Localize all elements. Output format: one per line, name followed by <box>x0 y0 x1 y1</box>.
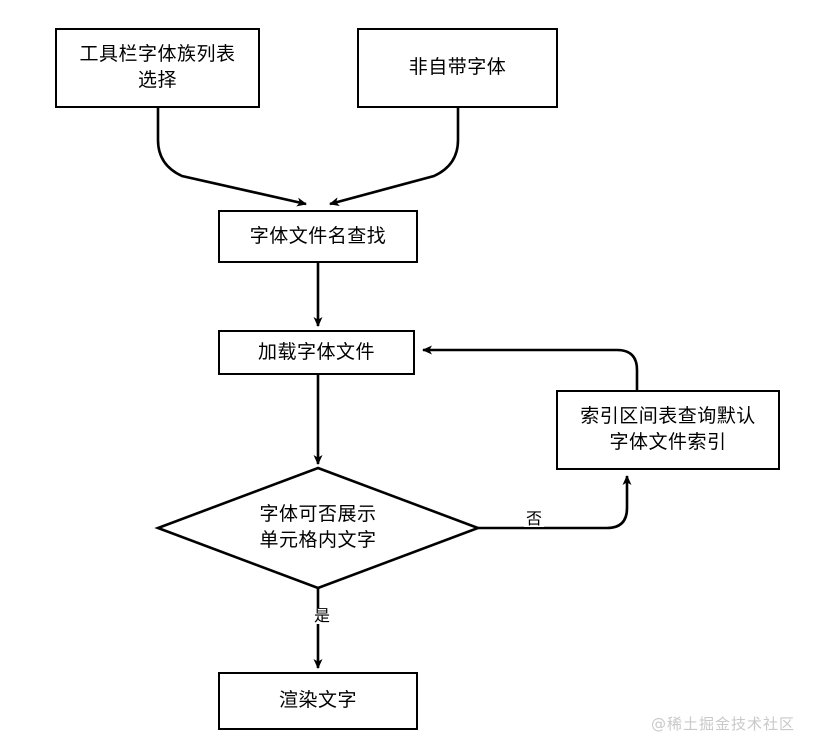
edge-nonbuiltin-to-lookup <box>329 108 460 207</box>
node-render-text[interactable]: 渲染文字 <box>218 672 418 730</box>
node-font-file-name-lookup[interactable]: 字体文件名查找 <box>218 210 418 263</box>
node-index-range-table-query[interactable]: 索引区间表查询默认 字体文件索引 <box>556 390 780 470</box>
node-render-text-label: 渲染文字 <box>278 689 357 712</box>
node-load-font-file-label: 加载字体文件 <box>257 340 375 363</box>
node-font-file-name-lookup-label: 字体文件名查找 <box>249 224 387 247</box>
node-index-range-table-query-label: 索引区间表查询默认 字体文件索引 <box>580 405 756 453</box>
edge-label-no: 否 <box>524 509 545 528</box>
edge-label-yes: 是 <box>312 606 333 625</box>
node-can-font-display-cell-text-shape[interactable] <box>154 466 482 590</box>
edge-index-to-load <box>422 345 639 390</box>
node-load-font-file[interactable]: 加载字体文件 <box>218 330 415 375</box>
edge-decision-no-to-index <box>478 475 632 530</box>
watermark: @稀土掘金技术社区 <box>651 715 796 733</box>
node-non-builtin-font-label: 非自带字体 <box>408 56 507 79</box>
node-toolbar-font-family-list-label: 工具栏字体族列表 选择 <box>79 43 236 91</box>
node-non-builtin-font[interactable]: 非自带字体 <box>357 28 558 108</box>
edge-toolbar-to-lookup <box>156 108 307 207</box>
node-toolbar-font-family-list[interactable]: 工具栏字体族列表 选择 <box>55 28 260 108</box>
